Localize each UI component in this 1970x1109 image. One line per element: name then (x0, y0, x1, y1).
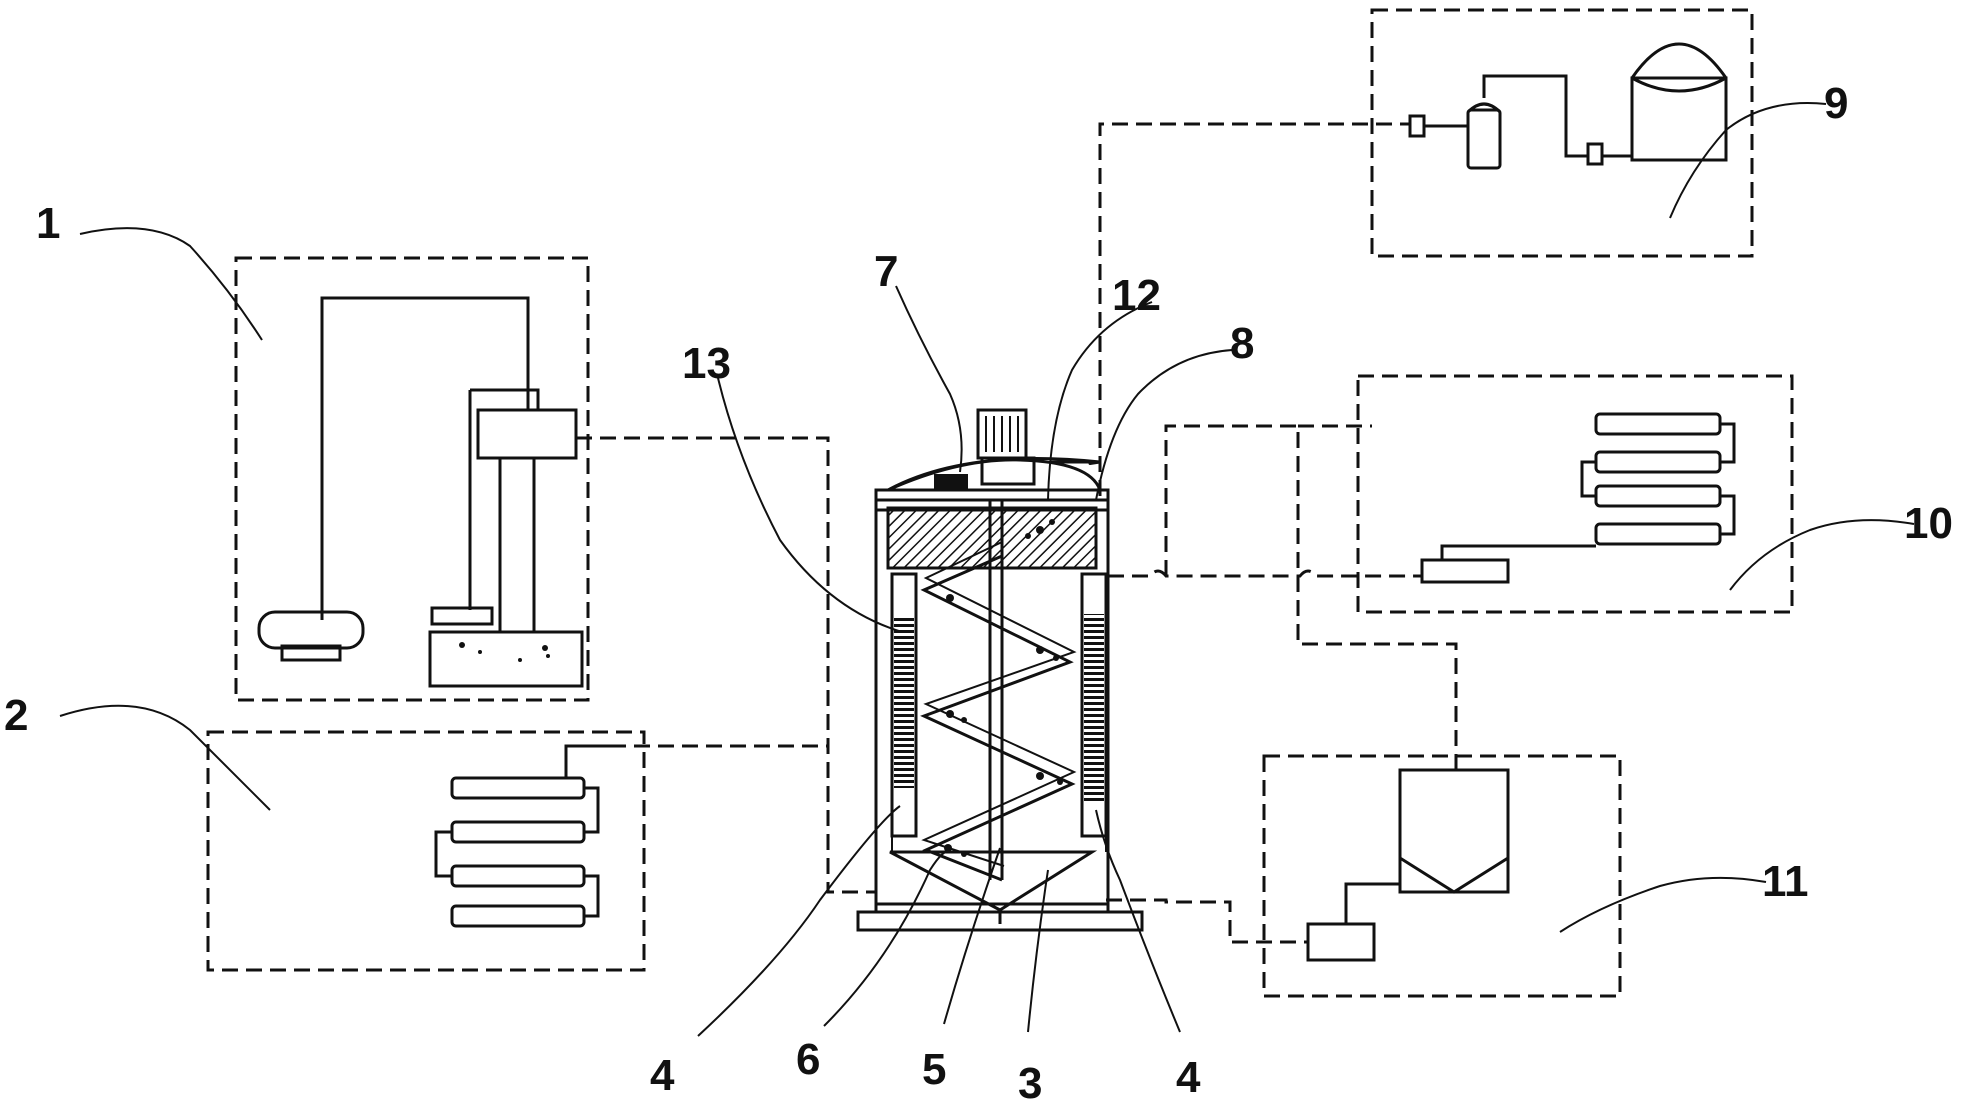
label-8: 8 (1230, 319, 1254, 368)
leader-4a (697, 805, 901, 1037)
spiral-flow-path-inner (921, 541, 1077, 867)
label-12: 12 (1112, 271, 1161, 320)
leader-4b (1095, 809, 1181, 1033)
labels: 1 2 3 4 4 5 6 7 8 9 10 11 12 13 (4, 79, 1953, 1108)
reactor-dome (887, 457, 1102, 492)
module-11-pump (1306, 922, 1376, 962)
module-9-tank (1630, 76, 1728, 162)
motor-lower (980, 456, 1036, 486)
module-1-sensor (257, 610, 365, 650)
link-reactor-10 (1108, 569, 1422, 578)
module-1-boundary (234, 256, 590, 702)
link-reactor-11 (1106, 898, 1308, 944)
leader-13 (717, 377, 903, 633)
module-10-tube-array (1580, 412, 1736, 546)
link-1-reactor (576, 436, 876, 894)
leader-11 (1559, 876, 1767, 933)
label-7: 7 (874, 247, 898, 296)
reactor-vessel (874, 488, 1110, 906)
module-2-boundary (206, 730, 646, 972)
module-9-valve-1 (1408, 114, 1426, 138)
label-4-right: 4 (1176, 1053, 1201, 1102)
module-11-boundary (1262, 754, 1622, 998)
leaders (59, 102, 1915, 1037)
module-9-boundary (1370, 8, 1754, 258)
label-5: 5 (922, 1045, 946, 1094)
leader-7 (895, 285, 963, 473)
module-1-frame (468, 388, 540, 610)
label-3: 3 (1018, 1059, 1042, 1104)
module-9-pipe (1482, 74, 1588, 158)
module-10-boundary (1356, 374, 1794, 614)
reactor (856, 408, 1144, 932)
reactor-base (856, 910, 1144, 932)
leader-8 (1095, 349, 1233, 501)
side-panel-left-stripes (894, 618, 914, 788)
leader-10 (1729, 519, 1915, 591)
label-1: 1 (36, 199, 60, 248)
module-11 (1262, 754, 1622, 998)
label-4-left: 4 (650, 1051, 675, 1100)
spiral-flow-path (920, 554, 1076, 882)
leader-6 (823, 850, 951, 1027)
module-1-pipe (320, 296, 530, 620)
module-1-base (428, 630, 584, 688)
module-1 (234, 256, 590, 702)
link-reactor-9 (1098, 122, 1410, 496)
module-2-tube-array (434, 744, 610, 928)
label-13: 13 (682, 339, 731, 388)
module-1-sensor-base (280, 644, 342, 662)
label-11: 11 (1762, 857, 1809, 906)
module-1-tab (430, 606, 494, 626)
label-9: 9 (1824, 79, 1848, 128)
leader-3 (1027, 869, 1049, 1033)
module-9-bottle (1466, 108, 1502, 170)
module-1-column (498, 458, 536, 632)
leader-2 (59, 704, 271, 811)
label-2: 2 (4, 691, 28, 740)
label-6: 6 (796, 1035, 820, 1084)
module-10 (1356, 374, 1794, 614)
leader-12 (1047, 301, 1153, 501)
link-10-11 (1164, 424, 1458, 770)
connections (576, 122, 1458, 944)
module-10-pump (1420, 558, 1510, 584)
label-10: 10 (1904, 499, 1953, 548)
leader-5 (943, 847, 1001, 1025)
module-2 (206, 730, 646, 972)
side-panel-right-stripes (1084, 614, 1104, 804)
module-9-valve-2 (1586, 142, 1604, 166)
module-11-tank (1398, 768, 1510, 894)
module-9 (1370, 8, 1754, 258)
leader-9 (1669, 102, 1827, 219)
leader-1 (79, 227, 263, 341)
module-1-column-head (476, 408, 578, 460)
filter-layer (886, 506, 1098, 570)
top-unit-7 (934, 474, 968, 490)
